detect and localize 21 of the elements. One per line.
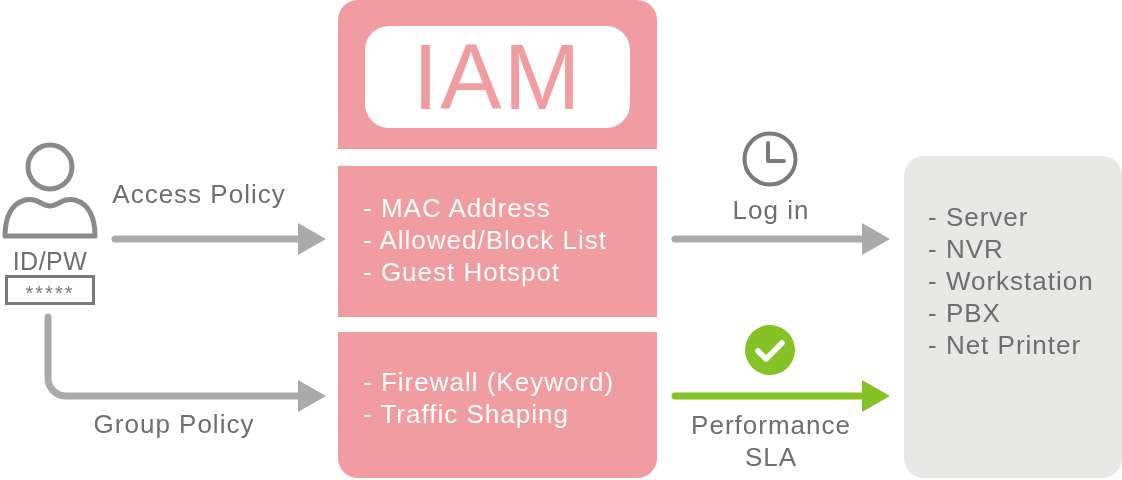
edge-label: Performance SLA [690,409,852,473]
user-label: ID/PW [12,247,88,275]
list-item: - PBX [928,297,1001,329]
list-item: - Allowed/Block List [363,224,607,256]
edge-label: Log in [732,194,810,226]
edge-label: Group Policy [93,408,255,440]
title-band [338,0,657,149]
list-panel [338,166,657,317]
device-panel [904,156,1122,478]
list-panel [338,332,657,478]
edge-label: Access Policy [112,178,286,210]
list-item: - Server [928,201,1029,233]
list-item: - Firewall (Keyword) [363,366,615,398]
list-item: - Workstation [928,265,1094,297]
password-field: ***** [5,275,95,305]
list-item: - NVR [928,233,1004,265]
list-item: - Guest Hotspot [363,256,561,288]
title-text: IAM [412,30,583,123]
list-item: - MAC Address [363,192,551,224]
list-item: - Net Printer [928,329,1082,361]
list-item: - Traffic Shaping [363,398,569,430]
